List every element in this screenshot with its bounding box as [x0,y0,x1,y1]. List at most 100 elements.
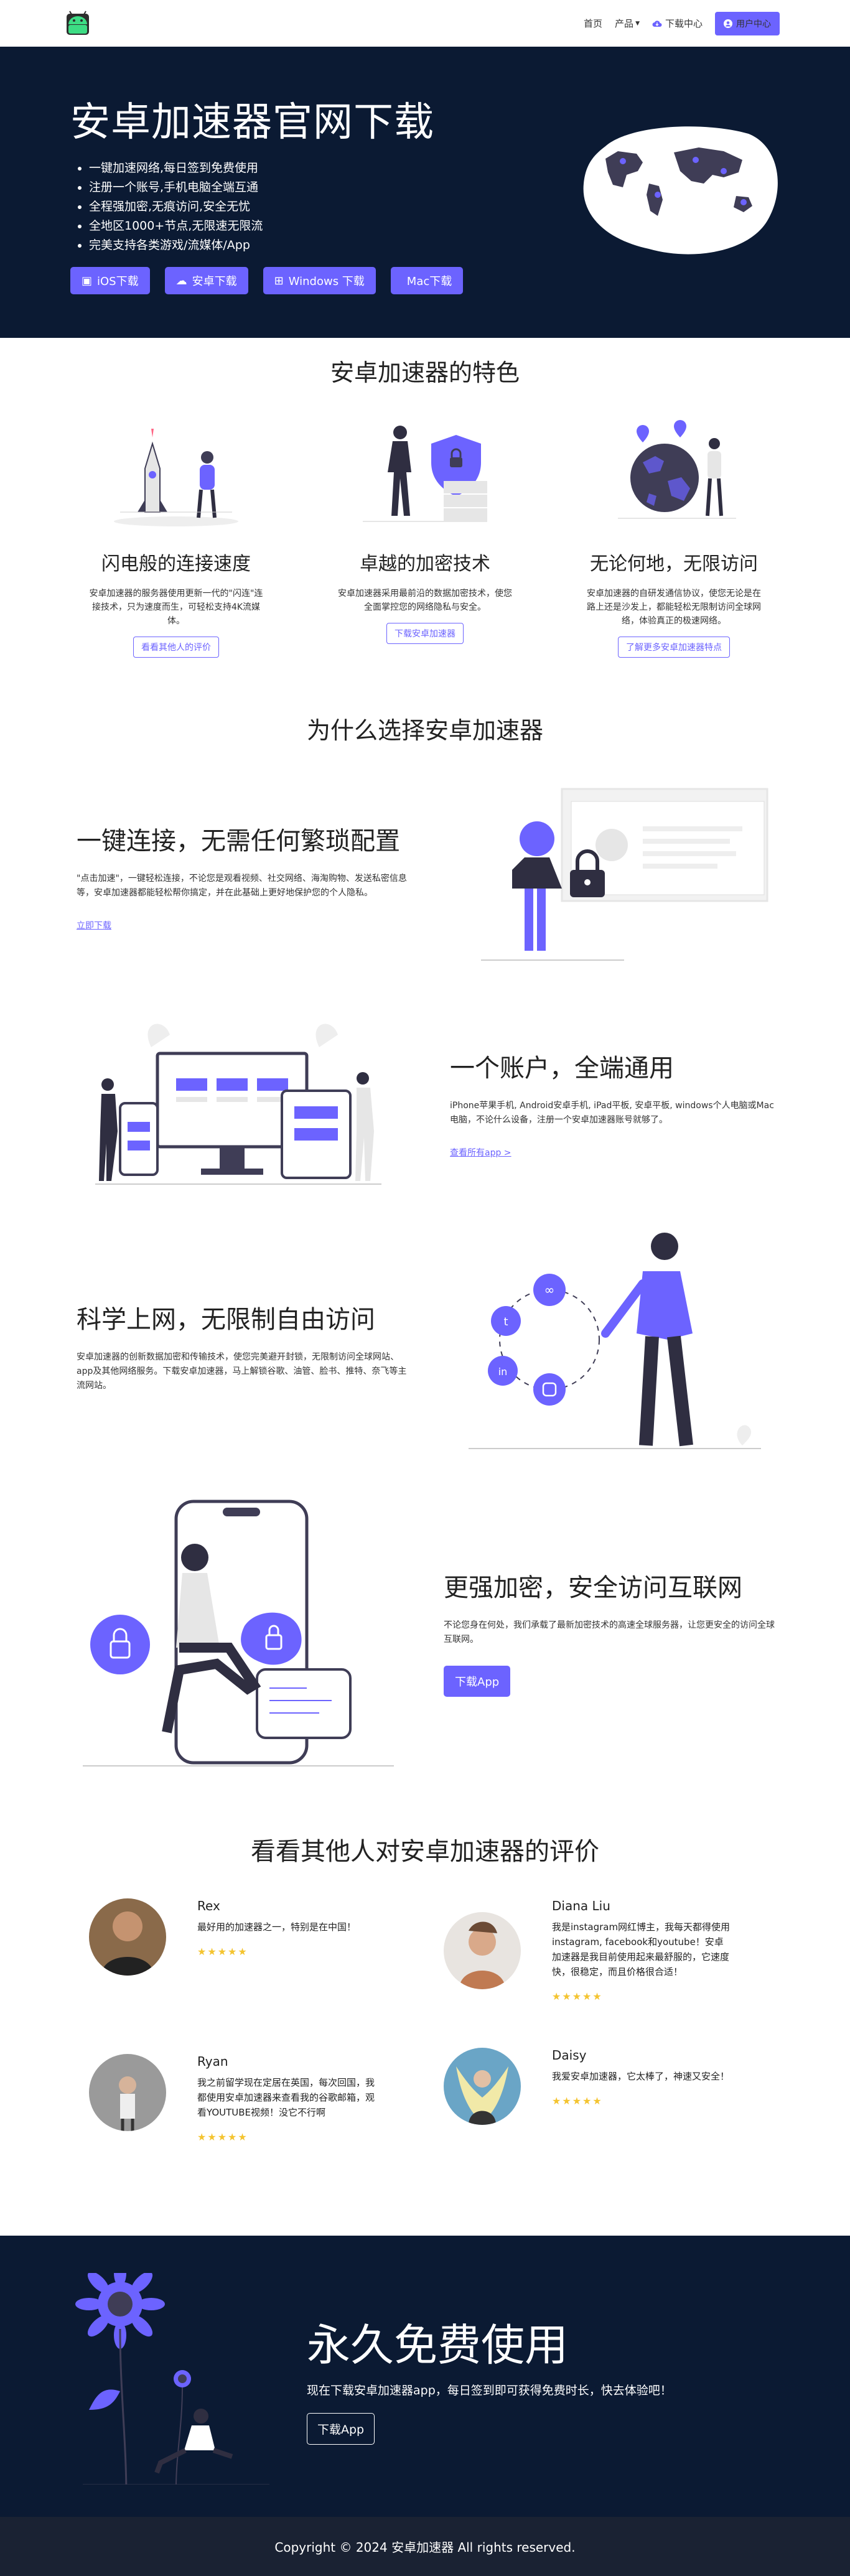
sunflower-illustration [75,2273,269,2485]
cloud-icon: ☁ [175,274,187,287]
feature-title: 闪电般的连接速度 [101,553,251,575]
rating-stars: ★★★★★ [552,2095,603,2107]
multi-device-illustration [95,1024,381,1185]
hero-bullets: 一键加速网络,每日签到免费使用 注册一个账号,手机电脑全端互通 全程强加密,无痕… [89,159,263,255]
rocket-illustration [114,429,238,526]
download-app-button[interactable]: 下载App [444,1666,511,1697]
nav-home[interactable]: 首页 [584,18,603,29]
social-network-illustration: ∞ t in [469,1233,761,1449]
hero-download-buttons: ▣ iOS下载 ☁ 安卓下载 ⊞ Windows 下载 Mac下载 [70,267,464,294]
rating-stars: ★★★★★ [197,2131,248,2143]
nav-download-label: 下载中心 [665,18,703,29]
ios-download-button[interactable]: ▣ iOS下载 [70,267,150,294]
mac-download-label: Mac下载 [406,275,452,288]
user-circle-icon [724,19,732,28]
review-card: Daisy 我爱安卓加速器，它太棒了，神速又安全！ ★★★★★ [444,2048,732,2125]
hero-bullet: 完美支持各类游戏/流媒体/App [89,236,263,255]
secure-browser-illustration [481,788,768,961]
row-desc: 不论您身在何处，我们承载了最新加密技术的高速全球服务器，让您更安全的访问全球互联… [444,1620,775,1645]
avatar [444,2048,521,2125]
windows-download-button[interactable]: ⊞ Windows 下载 [263,267,376,294]
features-section: 安卓加速器的特色 闪电般的连接速度 安卓加速器的服务器使用更新一代的"闪连"连接… [0,338,850,711]
avatar [89,2054,166,2131]
avatar [89,1898,166,1976]
shield-lock-illustration [363,426,487,522]
review-text: 我是instagram网红博主，我每天都得使用instagram, facebo… [552,1921,731,1977]
free-desc: 现在下载安卓加速器app，每日签到即可获得免费时长，快去体验吧！ [307,2384,672,2397]
world-map-illustration [583,126,778,254]
review-card: Diana Liu 我是instagram网红博主，我每天都得使用instagr… [444,1898,732,2002]
reviewer-name: Daisy [552,2048,587,2063]
rating-stars: ★★★★★ [197,1946,248,1958]
learn-more-button[interactable]: 了解更多安卓加速器特点 [618,637,730,658]
cloud-download-icon [652,20,662,27]
download-app-button[interactable]: 下载安卓加速器 [386,623,464,644]
android-logo-icon[interactable] [62,8,93,39]
reviewer-name: Diana Liu [552,1898,610,1913]
reviews-title: 看看其他人对安卓加速器的评价 [251,1837,599,1866]
why-title: 为什么选择安卓加速器 [306,717,543,744]
reviewer-name: Rex [197,1898,220,1913]
windows-download-label: Windows 下载 [288,275,365,288]
why-row-encryption: 更强加密，安全访问互联网 不论您身在何处，我们承载了最新加密技术的高速全球服务器… [70,1477,780,1788]
row-desc: 安卓加速器的创新数据加密和传输技术，使您完美避开封锁，无限制访问全球网站、app… [77,1351,407,1391]
avatar [444,1912,521,1989]
view-all-apps-link[interactable]: 查看所有app > [450,1148,511,1158]
see-reviews-button[interactable]: 看看其他人的评价 [133,637,219,658]
nav-download-center[interactable]: 下载中心 [652,17,703,30]
ios-download-label: iOS下载 [97,275,139,288]
feature-card: 卓越的加密技术 安卓加速器采用最前沿的数据加密技术，使您全面掌控您的网络隐私与安… [325,419,525,658]
row-title: 科学上网，无限制自由访问 [77,1305,375,1334]
download-app-button[interactable]: 下载App [307,2413,375,2445]
hero-bullet: 全地区1000+节点,无限速无限流 [89,217,263,236]
row-desc: "点击加速"，一键轻松连接，不论您是观看视频、社交网络、海淘购物、发送私密信息等… [77,874,407,898]
free-title: 永久免费使用 [307,2320,568,2371]
review-text: 最好用的加速器之一，特别是在中国！ [197,1921,357,1933]
nav-links: 首页 产品▼ 下载中心 用户中心 [584,11,780,35]
why-section: 为什么选择安卓加速器 一键连接，无需任何繁琐配置 "点击加速"，一键轻松连接，不… [0,711,850,1788]
reviewer-name: Ryan [197,2054,228,2069]
hero-bullet: 全程强加密,无痕访问,安全无忧 [89,197,263,217]
review-card: Ryan 我之前留学现在定居在英国，每次回国，我都使用安卓加速器来查看我的谷歌邮… [89,2054,378,2143]
row-desc: iPhone苹果手机, Android安卓手机, iPad平板, 安卓平板, w… [450,1101,774,1125]
top-nav: 首页 产品▼ 下载中心 用户中心 [0,0,850,47]
row-title: 一键连接，无需任何繁琐配置 [77,827,400,856]
footer: Copyright © 2024 安卓加速器 All rights reserv… [0,2517,850,2576]
svg-text:in: in [498,1366,508,1378]
user-center-label: 用户中心 [736,19,771,29]
svg-text:t: t [503,1315,508,1328]
features-title: 安卓加速器的特色 [330,359,520,386]
why-row-connect: 一键连接，无需任何繁琐配置 "点击加速"，一键轻松连接，不论您是观看视频、社交网… [70,761,780,991]
hero-section: 安卓加速器官网下载 一键加速网络,每日签到免费使用 注册一个账号,手机电脑全端互… [0,47,850,338]
row-title: 一个账户，全端通用 [450,1054,674,1083]
feature-title: 卓越的加密技术 [360,553,490,575]
hero-bullet: 注册一个账号,手机电脑全端互通 [89,178,263,197]
copyright-text: Copyright © 2024 安卓加速器 All rights reserv… [274,2540,576,2555]
feature-card: 闪电般的连接速度 安卓加速器的服务器使用更新一代的"闪连"连接技术，只为速度而生… [77,419,276,658]
windows-icon: ⊞ [274,274,284,287]
review-card: Rex 最好用的加速器之一，特别是在中国！ ★★★★★ [89,1898,378,1976]
phone-lock-illustration [83,1500,394,1766]
feature-desc: 安卓加速器采用最前沿的数据加密技术，使您全面掌控您的网络隐私与安全。 [338,589,512,612]
svg-text:∞: ∞ [544,1282,555,1297]
review-text: 我爱安卓加速器，它太棒了，神速又安全！ [552,2071,730,2082]
mac-download-button[interactable]: Mac下载 [390,267,464,294]
globe-person-illustration [618,420,736,519]
user-center-button[interactable]: 用户中心 [715,11,780,35]
feature-desc: 安卓加速器的服务器使用更新一代的"闪连"连接技术，只为速度而生，可轻松支持4K流… [89,589,263,626]
reviews-section: 看看其他人对安卓加速器的评价 Rex 最好用的加速器之一，特别是在中国！ ★★★… [0,1788,850,2236]
nav-products-dropdown[interactable]: 产品▼ [615,17,640,30]
free-cta-section: 永久免费使用 现在下载安卓加速器app，每日签到即可获得免费时长，快去体验吧！ … [0,2236,850,2517]
hero-bullet: 一键加速网络,每日签到免费使用 [89,159,263,178]
rating-stars: ★★★★★ [552,1990,603,2002]
review-text: 我之前留学现在定居在英国，每次回国，我都使用安卓加速器来查看我的谷歌邮箱，观看Y… [197,2077,375,2118]
feature-title: 无论何地，无限访问 [590,553,758,575]
why-row-free-access: 科学上网，无限制自由访问 安卓加速器的创新数据加密和传输技术，使您完美避开封锁，… [70,1215,780,1477]
app-store-icon: ▣ [82,274,93,287]
download-now-link[interactable]: 立即下载 [77,921,111,931]
android-download-button[interactable]: ☁ 安卓下载 [164,267,248,294]
android-download-label: 安卓下载 [192,275,237,288]
why-row-account: 一个账户，全端通用 iPhone苹果手机, Android安卓手机, iPad平… [70,991,780,1215]
caret-down-icon: ▼ [635,20,640,27]
nav-products-label: 产品 [615,18,634,29]
